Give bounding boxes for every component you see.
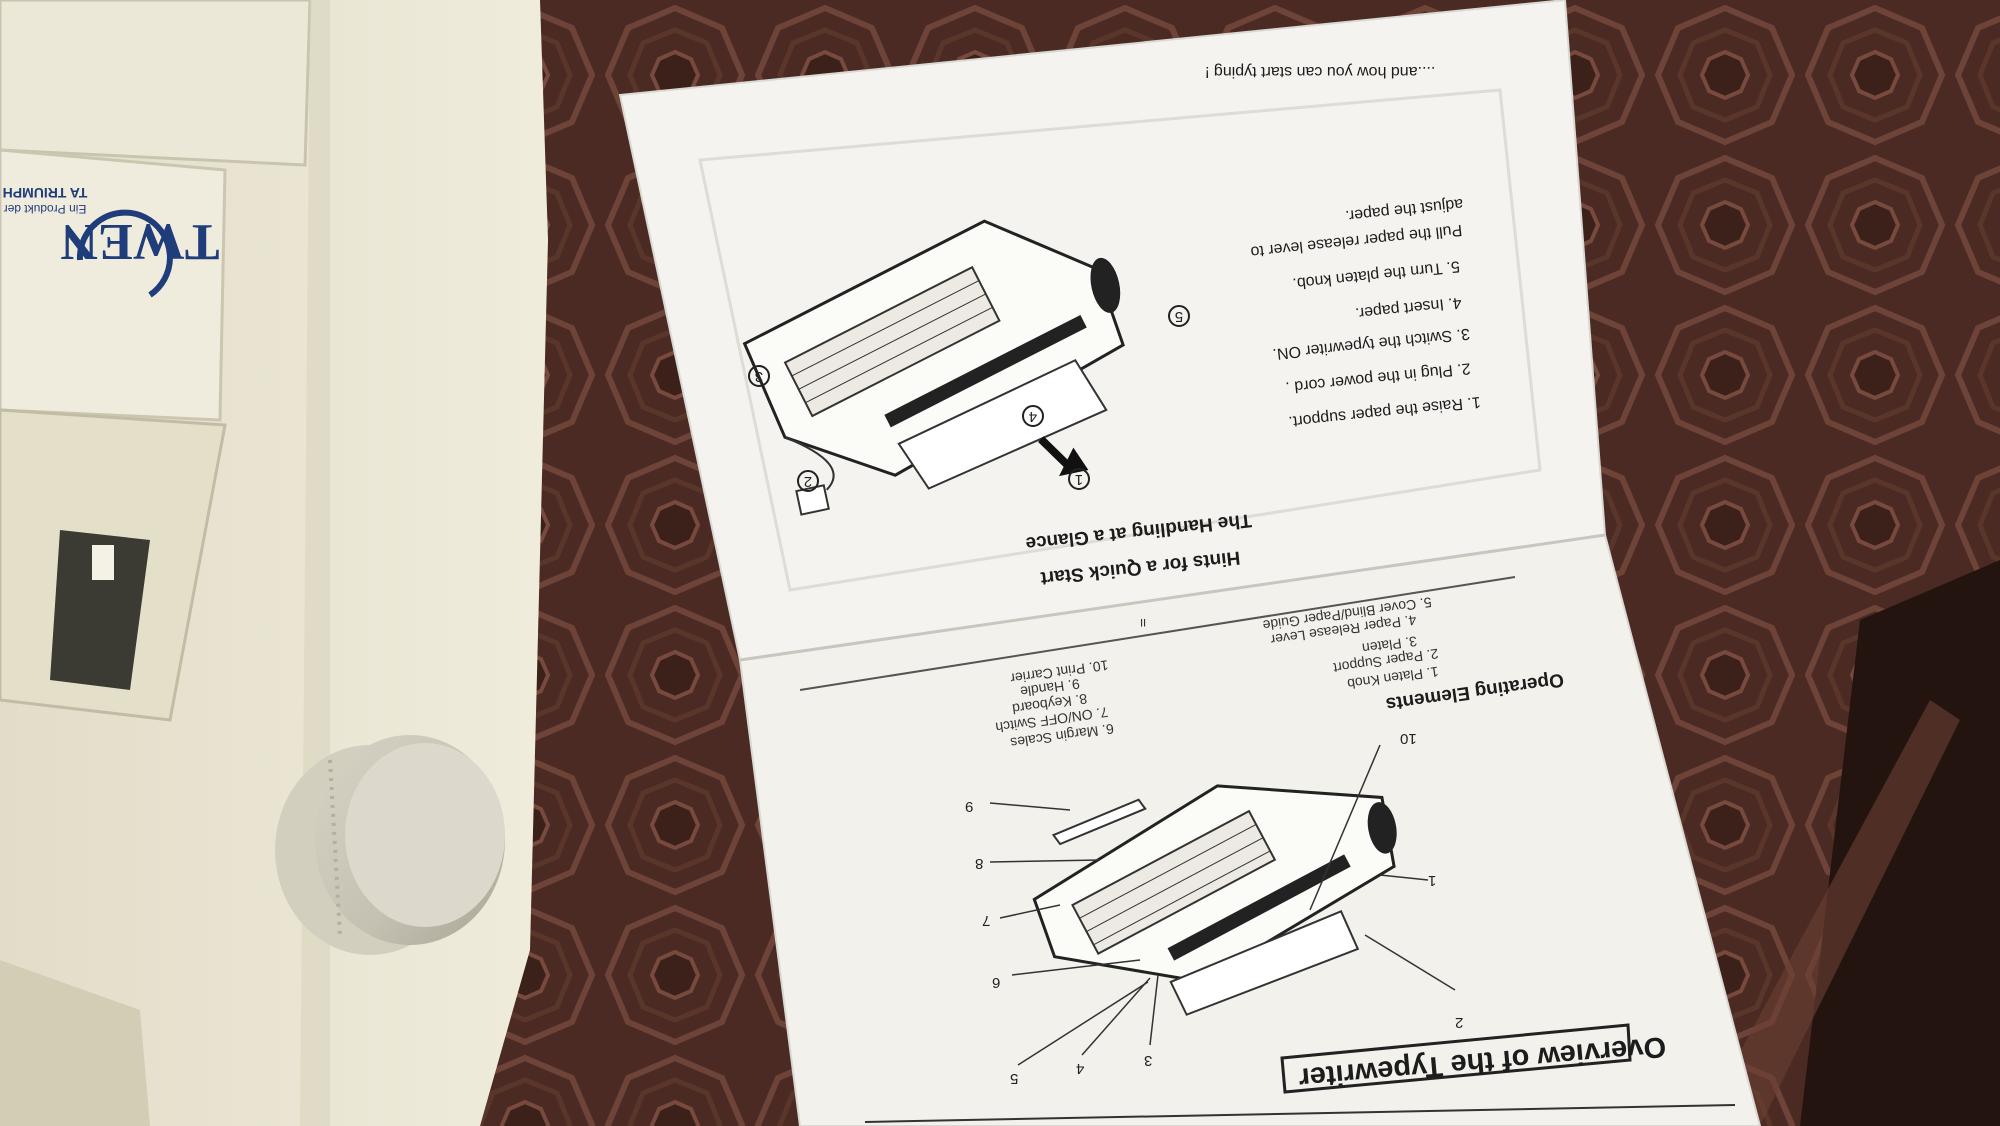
diagram-number-2: 2: [1455, 1014, 1464, 1031]
twen-logo: [76, 209, 173, 298]
twen-brand-text: TWEN: [61, 213, 220, 270]
typewriter: [0, 0, 548, 1126]
overview-title-box: [1280, 1023, 1632, 1094]
diagram-number-5: 5: [1010, 1070, 1019, 1087]
callout-5: 5: [1168, 305, 1190, 327]
callout-2: 2: [797, 470, 819, 492]
diagram-number-7: 7: [982, 912, 991, 929]
triumph-text: TA TRIUMPH: [3, 185, 88, 201]
diagram-number-10: 10: [1400, 730, 1417, 747]
bottom-page-rule: [799, 576, 1516, 691]
page-number: II: [1140, 616, 1147, 628]
callout-3: 3: [748, 365, 770, 387]
quick-start-illustration: [742, 219, 1125, 516]
product-note-text: Ein Produkt der: [4, 202, 87, 216]
bottom-page-base-rule: [864, 1104, 1736, 1123]
callout-4: 4: [1022, 405, 1044, 427]
platen-knob[interactable]: [275, 735, 505, 955]
typewriter-top-lid: [0, 0, 312, 167]
typewriter-side-panel: [0, 148, 227, 422]
typewriter-opening: [50, 530, 150, 690]
callout-1: 1: [1068, 468, 1090, 490]
quick-start-intro: ....and how you can start typing !: [1205, 63, 1436, 80]
overview-illustration: [1032, 784, 1397, 1016]
diagram-number-8: 8: [975, 855, 984, 872]
diagram-number-1: 1: [1428, 872, 1437, 889]
overview-leader-lines: [989, 744, 1456, 1066]
table-edge: [1700, 700, 1960, 1126]
diagram-number-3: 3: [1144, 1052, 1153, 1069]
diagram-number-4: 4: [1076, 1060, 1085, 1077]
manual-fold: [739, 533, 1606, 662]
typewriter-latch: [92, 545, 114, 580]
bleed-through-page: [698, 88, 1542, 592]
typewriter-base-edge: [0, 960, 150, 1126]
diagram-number-6: 6: [992, 974, 1001, 991]
manual-booklet: [618, 0, 1762, 1126]
floor-shadow: [1800, 560, 2000, 1126]
diagram-number-9: 9: [965, 798, 974, 815]
